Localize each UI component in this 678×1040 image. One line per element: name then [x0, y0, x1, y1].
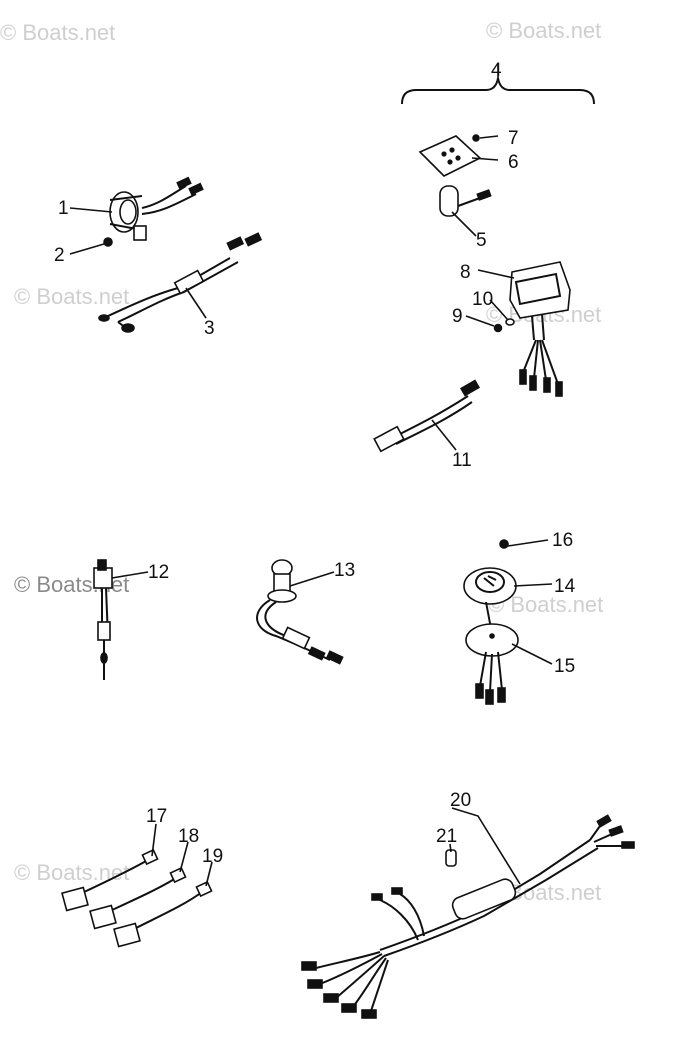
callout-6: 6: [508, 152, 519, 173]
callout-19: 19: [202, 846, 223, 867]
part-10-washer: [505, 318, 515, 326]
watermark-bottom-left: © Boats.net: [14, 860, 129, 885]
callout-4: 4: [491, 60, 502, 81]
part-18-lead: [89, 866, 187, 930]
callout-9: 9: [452, 306, 463, 327]
callout-20: 20: [450, 790, 471, 811]
leader-lines: [69, 135, 553, 887]
callout-16: 16: [552, 530, 573, 551]
callout-15: 15: [554, 656, 575, 677]
part-7-screw: [472, 134, 480, 142]
part-6-plate: [418, 135, 482, 177]
watermark-mid-left: © Boats.net: [14, 284, 129, 309]
part-3-wire-lead: [98, 232, 263, 333]
watermark-top-right: © Boats.net: [486, 18, 601, 43]
callout-labels: 1 2 3 4 5 6 7 8 9 10 11 12 13 14 15 16 1…: [54, 60, 576, 867]
callout-10: 10: [472, 289, 493, 310]
group-4-bracket: [401, 64, 595, 105]
callout-11: 11: [452, 450, 472, 471]
callout-12: 12: [148, 562, 169, 583]
part-5-bulb-socket: [439, 185, 492, 217]
callout-8: 8: [460, 262, 471, 283]
callout-17: 17: [146, 806, 167, 827]
part-13-key-switch: [256, 559, 344, 665]
part-8-switch-box: [509, 261, 571, 397]
callout-21: 21: [436, 826, 457, 847]
part-15-gasket: [465, 623, 519, 705]
callout-13: 13: [334, 560, 355, 581]
part-19-lead: [113, 880, 213, 948]
part-21-fuse: [445, 849, 457, 867]
part-11-extension-cable: [373, 379, 481, 453]
watermark-top-left: © Boats.net: [0, 20, 115, 45]
callout-1: 1: [58, 198, 69, 219]
callout-3: 3: [204, 318, 215, 339]
callout-7: 7: [508, 128, 519, 149]
part-12-switch: [93, 559, 113, 680]
callout-18: 18: [178, 826, 199, 847]
part-1-buzzer: [109, 176, 204, 241]
part-17-lead: [61, 848, 159, 912]
callout-2: 2: [54, 245, 65, 266]
callout-14: 14: [554, 576, 576, 597]
part-2-screw: [103, 237, 113, 247]
part-16-screw: [499, 539, 509, 549]
part-9-screw: [493, 323, 503, 333]
part-20-main-harness: [301, 814, 635, 1019]
callout-5: 5: [476, 230, 487, 251]
